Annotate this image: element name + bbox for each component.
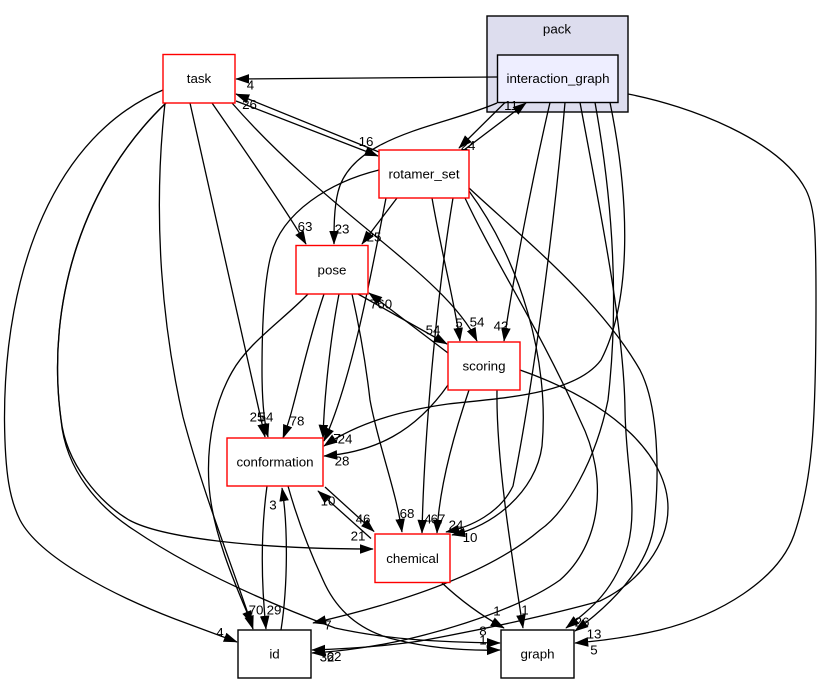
svg-text:conformation: conformation [236, 455, 313, 470]
svg-text:54: 54 [259, 410, 274, 425]
svg-text:68: 68 [400, 506, 415, 521]
svg-text:16: 16 [359, 134, 374, 149]
svg-text:25: 25 [367, 230, 382, 245]
svg-text:5: 5 [590, 643, 597, 658]
svg-text:interaction_graph: interaction_graph [507, 71, 610, 86]
svg-text:3: 3 [269, 498, 276, 513]
svg-text:62: 62 [327, 649, 342, 664]
svg-text:26: 26 [575, 615, 590, 630]
svg-text:24: 24 [461, 138, 476, 153]
svg-text:23: 23 [335, 222, 350, 237]
svg-text:70: 70 [249, 603, 264, 618]
svg-text:1: 1 [521, 603, 528, 618]
svg-text:32: 32 [320, 650, 335, 665]
svg-text:21: 21 [351, 529, 366, 544]
svg-text:id: id [269, 647, 279, 662]
svg-text:7: 7 [324, 618, 331, 633]
svg-text:1: 1 [493, 604, 500, 619]
svg-text:67: 67 [431, 512, 446, 527]
svg-text:10: 10 [463, 530, 478, 545]
svg-text:42: 42 [494, 319, 509, 334]
svg-text:task: task [187, 71, 212, 86]
svg-text:26: 26 [242, 97, 257, 112]
svg-text:4: 4 [216, 625, 224, 640]
svg-text:24: 24 [338, 432, 353, 447]
svg-text:11: 11 [504, 98, 518, 113]
svg-text:13: 13 [587, 627, 602, 642]
svg-text:28: 28 [335, 454, 350, 469]
svg-text:4: 4 [247, 78, 255, 93]
svg-text:graph: graph [520, 647, 554, 662]
svg-text:54: 54 [426, 323, 441, 338]
svg-text:24: 24 [449, 518, 464, 533]
svg-text:chemical: chemical [386, 551, 439, 566]
svg-text:pose: pose [318, 263, 347, 278]
svg-text:4: 4 [424, 512, 432, 527]
svg-text:78: 78 [290, 414, 305, 429]
svg-text:7: 7 [333, 431, 340, 446]
svg-text:rotamer_set: rotamer_set [388, 167, 459, 182]
svg-text:10: 10 [321, 494, 336, 509]
svg-text:46: 46 [356, 512, 371, 527]
svg-text:760: 760 [370, 297, 392, 312]
svg-text:54: 54 [470, 315, 485, 330]
svg-text:5: 5 [455, 316, 462, 331]
svg-text:8: 8 [479, 624, 486, 639]
svg-text:scoring: scoring [463, 359, 506, 374]
svg-text:25: 25 [250, 410, 265, 425]
svg-text:63: 63 [298, 219, 313, 234]
svg-text:1: 1 [479, 633, 486, 648]
svg-text:29: 29 [267, 603, 282, 618]
svg-text:pack: pack [543, 22, 571, 37]
